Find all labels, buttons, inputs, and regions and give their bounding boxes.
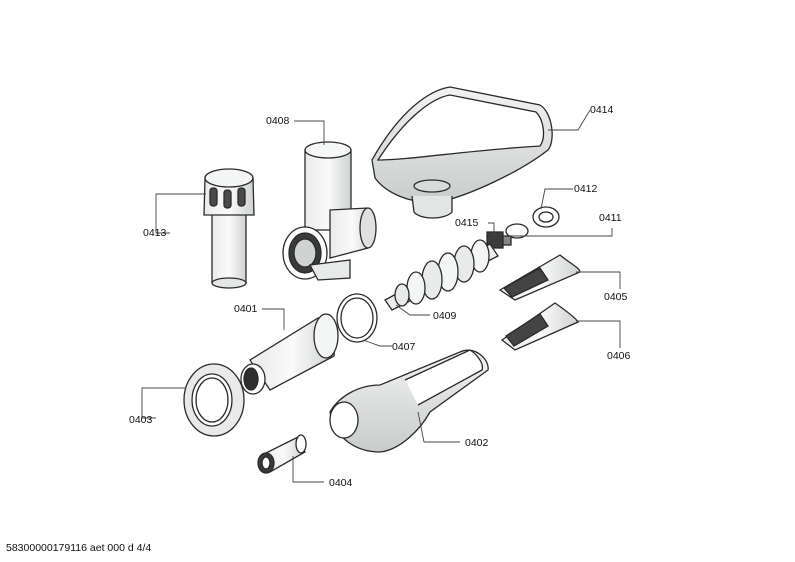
label-0412: 0412 bbox=[574, 183, 598, 195]
small-tube-part bbox=[257, 434, 307, 474]
leader-0407 bbox=[362, 339, 392, 347]
leader-0405 bbox=[576, 271, 621, 289]
label-0408: 0408 bbox=[266, 115, 290, 127]
leader-0412 bbox=[540, 188, 573, 210]
leader-0414 bbox=[548, 109, 591, 131]
cone-part bbox=[240, 313, 339, 395]
leader-0401 bbox=[262, 308, 285, 330]
ring-0412-part bbox=[532, 206, 560, 228]
label-0411: 0411 bbox=[599, 212, 622, 224]
leader-0404 bbox=[292, 456, 324, 483]
pusher-part bbox=[203, 168, 255, 289]
chute-part bbox=[329, 349, 489, 453]
label-0405: 0405 bbox=[604, 291, 628, 303]
label-0414: 0414 bbox=[590, 104, 614, 116]
label-0406: 0406 bbox=[607, 350, 631, 362]
leader-0411 bbox=[510, 228, 613, 237]
leader-0406 bbox=[576, 320, 621, 348]
document-id-footer: 58300000179116 aet 000 d 4/4 bbox=[6, 542, 152, 554]
leader-0402 bbox=[417, 411, 460, 443]
ring-nut-part bbox=[183, 363, 245, 437]
tip-0415-part bbox=[486, 231, 512, 249]
hopper-tray-part bbox=[371, 86, 553, 219]
label-0415: 0415 bbox=[455, 217, 479, 229]
label-0403: 0403 bbox=[129, 414, 153, 426]
seal-ring-part bbox=[336, 293, 378, 343]
leader-0408 bbox=[294, 120, 325, 145]
attachment-0405-part bbox=[498, 254, 581, 301]
label-0409: 0409 bbox=[433, 310, 457, 322]
leader-0409 bbox=[395, 304, 430, 316]
leader-0403 bbox=[141, 387, 186, 419]
worm-screw-part bbox=[384, 239, 499, 311]
leader-0413 bbox=[155, 193, 206, 234]
label-0401: 0401 bbox=[234, 303, 258, 315]
label-0402: 0402 bbox=[465, 437, 489, 449]
leader-lines bbox=[141, 109, 621, 483]
callout-labels: 0414 0408 0413 0412 0411 0415 0405 0406 … bbox=[129, 104, 631, 489]
leader-0415 bbox=[488, 222, 495, 236]
ring-0411-part bbox=[505, 223, 529, 239]
attachment-0406-part bbox=[500, 302, 579, 351]
label-0413: 0413 bbox=[143, 227, 167, 239]
label-0404: 0404 bbox=[329, 477, 353, 489]
housing-part bbox=[282, 141, 377, 281]
label-0407: 0407 bbox=[392, 341, 416, 353]
